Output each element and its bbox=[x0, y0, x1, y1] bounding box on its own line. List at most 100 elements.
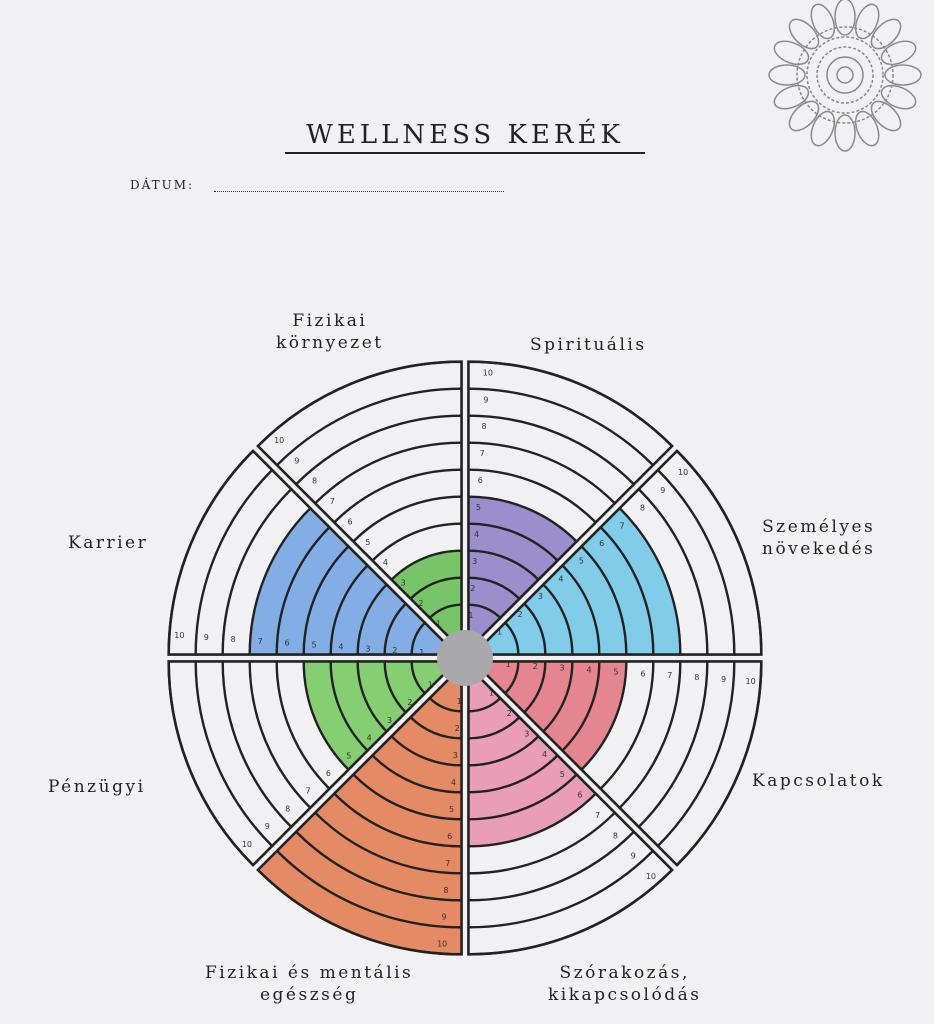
ring-arc bbox=[409, 716, 462, 740]
tick-label: 5 bbox=[365, 538, 370, 547]
ring-arc bbox=[468, 716, 521, 740]
ring-arc bbox=[468, 603, 502, 619]
ring-arc bbox=[314, 441, 462, 505]
ring-arc bbox=[468, 869, 673, 956]
segment-outline bbox=[470, 660, 763, 867]
segment-outline bbox=[167, 449, 460, 656]
date-field[interactable] bbox=[214, 191, 504, 192]
tick-label: 5 bbox=[346, 751, 351, 760]
ring-arc bbox=[409, 576, 462, 600]
tick-label: 10 bbox=[678, 468, 688, 477]
mandala-petal bbox=[773, 84, 810, 110]
ring-arc bbox=[194, 469, 273, 655]
ring-arc bbox=[333, 468, 462, 524]
ring-arc bbox=[410, 621, 426, 655]
tick-label: 10 bbox=[437, 940, 447, 949]
ring-arc bbox=[257, 360, 462, 447]
ring-arc bbox=[468, 773, 578, 821]
segment-outline bbox=[256, 663, 463, 956]
segment-label-szorakozas: Szórakozás,kikapcsolódás bbox=[548, 963, 702, 1005]
segment-fill-bar bbox=[257, 666, 462, 955]
ring-arc bbox=[410, 661, 426, 695]
tick-label: 1 bbox=[428, 680, 433, 689]
tick-label: 2 bbox=[407, 698, 412, 707]
tick-label: 9 bbox=[294, 456, 299, 465]
ring-arc bbox=[194, 661, 273, 847]
tick-label: 6 bbox=[285, 639, 290, 648]
ring-arc bbox=[468, 754, 559, 794]
ring-arc bbox=[383, 602, 407, 655]
mandala-petal bbox=[834, 114, 856, 152]
ring-arc bbox=[561, 661, 601, 752]
ring-arc bbox=[637, 661, 709, 828]
mandala-ring bbox=[816, 46, 874, 104]
tick-label: 3 bbox=[524, 729, 529, 738]
ring-arc bbox=[356, 583, 388, 655]
mandala-petal bbox=[788, 100, 820, 132]
ring-arc bbox=[468, 850, 654, 929]
ring-arc bbox=[329, 661, 369, 752]
tick-label: 2 bbox=[518, 610, 523, 619]
mandala-petal bbox=[880, 84, 917, 110]
ring-arc bbox=[523, 661, 547, 714]
ring-arc bbox=[599, 526, 655, 655]
ring-arc bbox=[618, 507, 682, 655]
mandala-ring bbox=[796, 26, 894, 124]
ring-arc bbox=[468, 549, 540, 581]
mandala-ring bbox=[826, 56, 864, 94]
tick-label: 6 bbox=[478, 476, 483, 485]
segment-outline bbox=[467, 663, 674, 956]
tick-label: 8 bbox=[312, 477, 317, 486]
tick-label: 7 bbox=[330, 497, 335, 506]
ring-arc bbox=[390, 549, 462, 581]
tick-label: 9 bbox=[204, 633, 209, 642]
ring-arc bbox=[371, 522, 462, 562]
tick-label: 5 bbox=[311, 641, 316, 650]
tick-label: 2 bbox=[507, 709, 512, 718]
tick-label: 4 bbox=[586, 666, 591, 675]
ring-arc bbox=[302, 661, 350, 771]
ring-arc bbox=[167, 450, 254, 655]
tick-label: 4 bbox=[383, 558, 388, 567]
ring-arc bbox=[383, 661, 407, 714]
tick-label: 4 bbox=[338, 642, 343, 651]
tick-label: 2 bbox=[418, 599, 423, 608]
tick-label: 6 bbox=[347, 517, 352, 526]
ring-arc bbox=[468, 522, 559, 562]
tick-label: 3 bbox=[538, 592, 543, 601]
tick-label: 3 bbox=[472, 557, 477, 566]
tick-label: 9 bbox=[721, 675, 726, 684]
tick-label: 3 bbox=[453, 751, 458, 760]
tick-label: 10 bbox=[746, 677, 756, 686]
tick-label: 7 bbox=[667, 671, 672, 680]
tick-label: 5 bbox=[613, 667, 618, 676]
tick-label: 1 bbox=[457, 697, 462, 706]
ring-arc bbox=[248, 661, 312, 809]
ring-arc bbox=[468, 735, 540, 767]
tick-label: 2 bbox=[470, 584, 475, 593]
mandala-petal bbox=[854, 110, 880, 147]
tick-label: 9 bbox=[265, 822, 270, 831]
mandala-petal bbox=[834, 0, 856, 36]
ring-arc bbox=[276, 850, 462, 929]
ring-arc bbox=[302, 545, 350, 655]
tick-label: 10 bbox=[483, 368, 493, 377]
tick-label: 2 bbox=[533, 662, 538, 671]
tick-label: 5 bbox=[560, 770, 565, 779]
tick-label: 8 bbox=[640, 504, 645, 513]
ring-arc bbox=[276, 387, 462, 466]
tick-label: 7 bbox=[619, 521, 624, 530]
mandala-petal bbox=[880, 40, 917, 66]
ring-arc bbox=[580, 545, 628, 655]
segment-fill-bar bbox=[391, 550, 462, 650]
ring-arc bbox=[468, 360, 673, 447]
ring-arc bbox=[333, 792, 462, 848]
segment-fill-bar bbox=[303, 661, 457, 770]
